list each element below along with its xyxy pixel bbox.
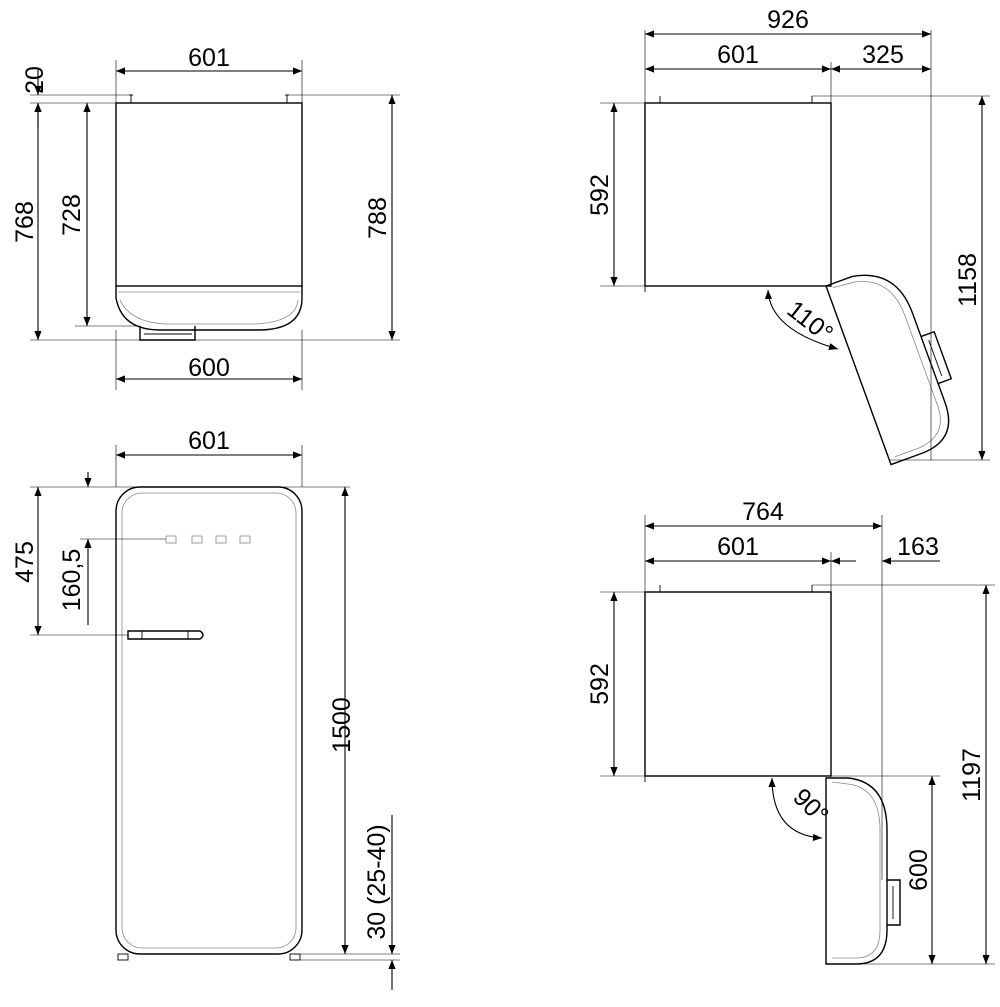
dim-depth-90: 592 bbox=[586, 663, 614, 705]
door-90 bbox=[825, 777, 901, 965]
dim-total-depth-110: 1158 bbox=[954, 253, 982, 307]
angle-arc-90 bbox=[768, 777, 823, 842]
front-view: 601 475 160,5 1500 30 (25-40) bbox=[11, 427, 400, 990]
top-view: 601 600 20 768 728 788 bbox=[11, 44, 400, 390]
dim-total-110: 926 bbox=[767, 6, 809, 34]
angle-arc-110 bbox=[764, 289, 839, 351]
dim-total-90: 764 bbox=[742, 498, 784, 526]
angle-110: 110° bbox=[782, 295, 839, 348]
dim-width-bottom: 600 bbox=[188, 354, 230, 382]
dim-body-110: 601 bbox=[717, 41, 759, 69]
dim-depth-body: 728 bbox=[58, 194, 86, 236]
body-90 bbox=[644, 591, 832, 777]
dim-height: 1500 bbox=[328, 697, 356, 753]
body-110 bbox=[644, 102, 832, 287]
front-view-handle bbox=[127, 630, 204, 640]
top-view-door bbox=[115, 286, 303, 331]
door-90-handle bbox=[887, 879, 901, 926]
dim-handle-from-top: 475 bbox=[11, 541, 39, 583]
dim-front-width: 601 bbox=[188, 427, 230, 455]
dim-body-90: 601 bbox=[717, 533, 759, 561]
foot-right bbox=[289, 953, 301, 961]
door-110 bbox=[825, 274, 953, 466]
dim-logo-from-top: 160,5 bbox=[58, 549, 86, 612]
dim-offset-top: 20 bbox=[21, 66, 49, 94]
dim-feet: 30 (25-40) bbox=[363, 824, 391, 939]
dim-total-depth-90: 1197 bbox=[958, 748, 986, 802]
foot-left bbox=[117, 953, 129, 961]
door-open-110-view: 110° 926 601 325 592 1158 bbox=[586, 6, 990, 466]
top-view-handle bbox=[139, 326, 196, 341]
dim-depth-total: 768 bbox=[11, 201, 39, 243]
angle-90: 90° bbox=[787, 783, 834, 830]
dim-door-extra-90: 163 bbox=[897, 533, 939, 561]
smeg-logo bbox=[165, 535, 251, 544]
top-view-body bbox=[115, 102, 303, 287]
door-110-handle bbox=[920, 330, 953, 385]
dim-door-depth-90: 600 bbox=[905, 849, 933, 891]
dim-depth-with-handle: 788 bbox=[364, 197, 392, 239]
dim-door-extra-110: 325 bbox=[862, 41, 904, 69]
dim-width-top: 601 bbox=[188, 44, 230, 72]
dim-depth-110: 592 bbox=[586, 174, 614, 216]
door-open-90-view: 90° 764 601 163 592 600 1197 bbox=[586, 498, 995, 965]
front-view-body bbox=[115, 486, 303, 955]
